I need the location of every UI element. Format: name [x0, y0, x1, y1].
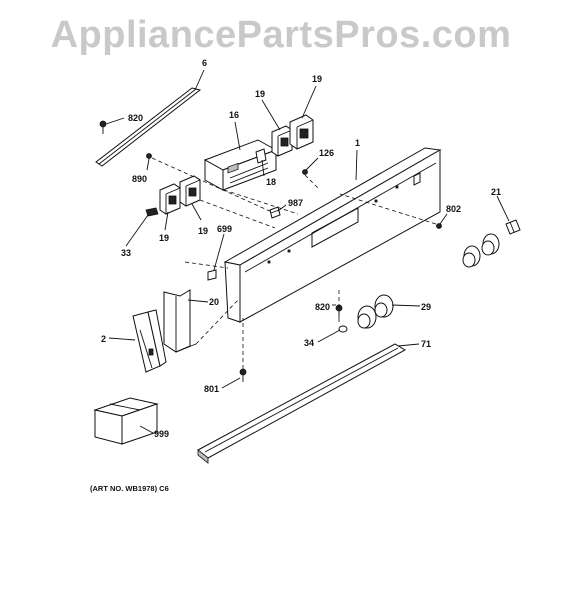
callout-801: 801: [204, 384, 219, 394]
callout-19-top-right: 19: [312, 74, 322, 84]
callout-699: 699: [217, 224, 232, 234]
callout-820-top: 820: [128, 113, 143, 123]
part-29-knob-b[interactable]: [374, 294, 394, 318]
callout-802: 802: [446, 204, 461, 214]
watermark: AppliancePartsPros.com: [50, 14, 512, 56]
part-801-screw[interactable]: [239, 368, 247, 382]
part-33-clip[interactable]: [145, 207, 159, 217]
part-19-switch-d[interactable]: [179, 175, 201, 207]
callout-890: 890: [132, 174, 147, 184]
part-71-trim-strip[interactable]: [197, 343, 407, 464]
part-21-cap[interactable]: [505, 219, 521, 235]
part-802-screw[interactable]: [436, 223, 442, 229]
callout-labels: 6 820 890 16 19 19 18 126 1 19 19 33 987…: [90, 58, 501, 493]
part-6-trim-strip[interactable]: [95, 87, 202, 167]
callout-987: 987: [288, 198, 303, 208]
part-126-screw[interactable]: [302, 169, 308, 175]
part-890-screw[interactable]: [146, 153, 152, 159]
leader-lines: [105, 69, 510, 434]
callout-19-top-left: 19: [255, 89, 265, 99]
part-987-grommet[interactable]: [269, 206, 281, 219]
part-820-screw-top[interactable]: [99, 120, 107, 134]
callout-126: 126: [319, 148, 334, 158]
callout-1: 1: [355, 138, 360, 148]
callout-6: 6: [202, 58, 207, 68]
part-999-box[interactable]: [93, 397, 159, 445]
callout-820-lower: 820: [315, 302, 330, 312]
knob-right-a[interactable]: [462, 245, 481, 268]
callout-18: 18: [266, 177, 276, 187]
callout-19-left-a: 19: [159, 233, 169, 243]
part-34-clip[interactable]: [338, 325, 348, 333]
part-1-control-panel[interactable]: [223, 147, 442, 323]
art-number: (ART NO. WB1978) C6: [90, 484, 169, 493]
part-19-switch-b[interactable]: [289, 114, 314, 150]
part-699-screw[interactable]: [207, 269, 217, 281]
part-18-clip[interactable]: [255, 148, 267, 164]
part-2-end-cap[interactable]: [132, 309, 167, 373]
part-29-knob-a[interactable]: [357, 305, 377, 329]
assembly-dashed-lines: [151, 157, 437, 369]
callout-16: 16: [229, 110, 239, 120]
part-20-bracket[interactable]: [163, 289, 197, 353]
callout-20: 20: [209, 297, 219, 307]
part-19-switch-a[interactable]: [271, 125, 293, 157]
callout-71: 71: [421, 339, 431, 349]
callout-999: 999: [154, 429, 169, 439]
knob-right-b[interactable]: [481, 233, 500, 256]
callout-29: 29: [421, 302, 431, 312]
callout-19-left-b: 19: [198, 226, 208, 236]
callout-34: 34: [304, 338, 314, 348]
callout-2: 2: [101, 334, 106, 344]
callout-33: 33: [121, 248, 131, 258]
part-19-switch-c[interactable]: [159, 183, 181, 215]
callout-21: 21: [491, 187, 501, 197]
